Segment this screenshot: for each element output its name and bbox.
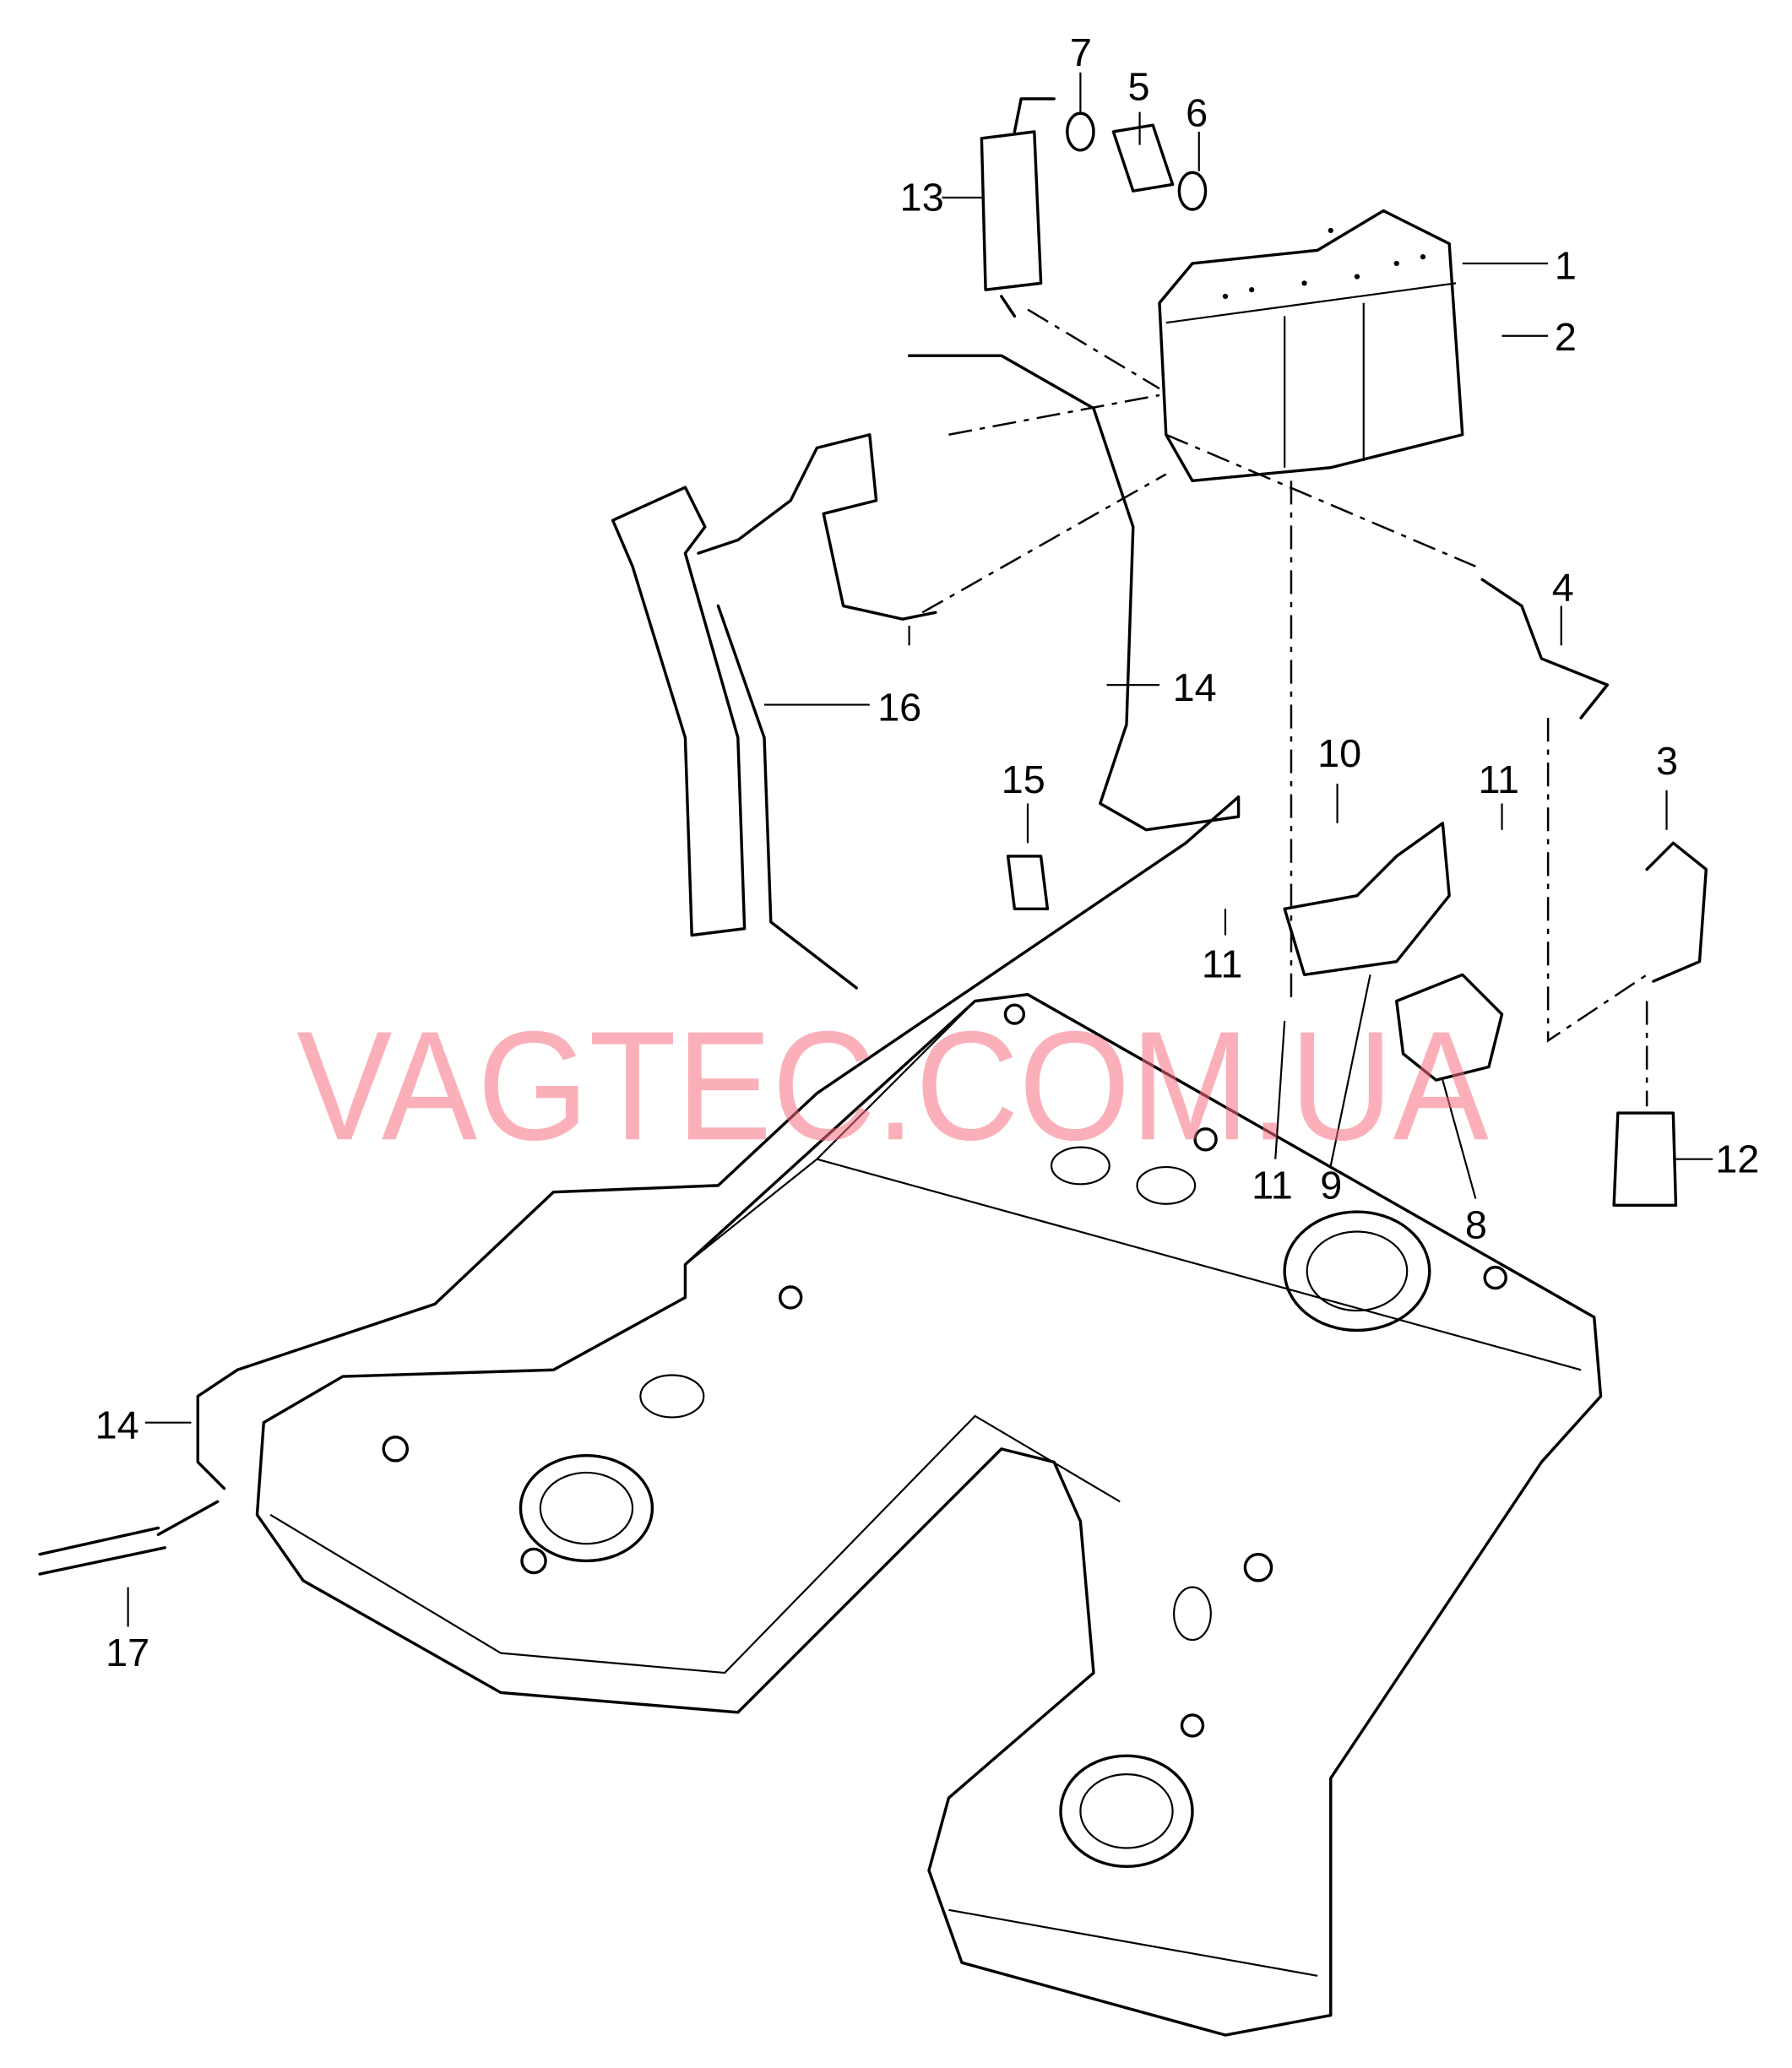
- part-14-line: [196, 354, 1241, 1490]
- part-7-clamp: [1066, 111, 1095, 152]
- callout-12: 12: [1715, 1137, 1759, 1181]
- part-3-hose: [1645, 841, 1708, 983]
- callout-5: 5: [1128, 65, 1150, 109]
- part-12-filter: [1612, 1111, 1678, 1207]
- fuel-tank: [255, 992, 1603, 2037]
- callout-11: 11: [1478, 757, 1519, 801]
- part-13-filter: [980, 97, 1056, 318]
- callout-14: 14: [1173, 665, 1217, 709]
- callout-1: 1: [1555, 244, 1577, 288]
- callout-4: 4: [1552, 565, 1574, 609]
- callout-9: 9: [1320, 1163, 1342, 1207]
- callout-3: 3: [1656, 739, 1678, 783]
- callout-14: 14: [95, 1403, 139, 1447]
- callout-17: 17: [106, 1631, 149, 1674]
- watermark: VAGTEC.COM.UA: [296, 999, 1489, 1173]
- part-5-hose: [1111, 123, 1175, 193]
- callout-11: 11: [1202, 942, 1243, 985]
- callout-16: 16: [877, 685, 921, 729]
- callout-13: 13: [900, 176, 944, 220]
- callout-10: 10: [1317, 731, 1361, 775]
- callout-2: 2: [1555, 315, 1577, 359]
- callout-8: 8: [1465, 1202, 1487, 1246]
- callout-7: 7: [1070, 30, 1092, 74]
- part-16-filler-neck: [611, 486, 747, 937]
- part-4-hose: [1480, 578, 1610, 719]
- callout-15: 15: [1002, 757, 1045, 801]
- part-17-line-ends: [38, 1500, 220, 1576]
- part-8-valve: [1395, 973, 1504, 1082]
- charcoal-canister: [1158, 209, 1464, 483]
- part-6-clamp: [1177, 171, 1208, 211]
- callout-11: 11: [1252, 1163, 1293, 1207]
- callout-labels: 1 2 3 4 5 6 7 8 9 10 11 11 11 12 13 14 1…: [95, 30, 1760, 1674]
- part-15-clip: [1006, 855, 1050, 911]
- callout-6: 6: [1186, 91, 1208, 135]
- part-9-bracket: [1283, 822, 1451, 977]
